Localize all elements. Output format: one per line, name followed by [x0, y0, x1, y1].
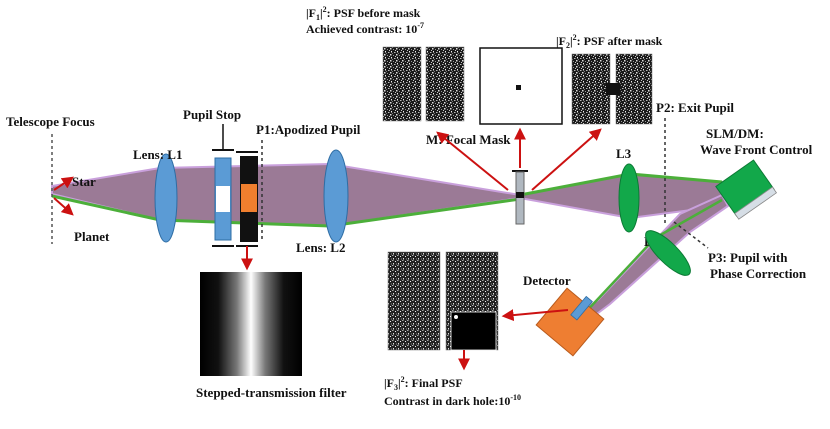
pupil-stop-opening: [216, 186, 230, 212]
arrow-to-f1: [436, 131, 509, 191]
slm-device: [715, 159, 778, 220]
psf-after-mask: |F2|2: PSF after mask: [556, 33, 663, 125]
detector-device: [535, 287, 605, 357]
detector-body: [535, 287, 605, 357]
lens-l4: L4: [644, 230, 691, 276]
mask-spot: [516, 192, 524, 198]
focal-mask-view: [479, 47, 563, 125]
lens-l3-label: L3: [616, 146, 632, 161]
arrow-to-final-psf: [501, 309, 569, 322]
focal-mask-dot: [516, 85, 521, 90]
f1-image-left: [382, 46, 422, 122]
p1-label: P1:Apodized Pupil: [256, 122, 361, 137]
slm-mirror: [734, 186, 778, 220]
planet-spot: [454, 315, 458, 319]
detector-sensor: [570, 295, 593, 321]
focal-mask-image: [479, 47, 563, 125]
final-psf: |F3|2: Final PSF Contrast in dark hole:1…: [384, 251, 521, 408]
exit-pupil: P2: Exit Pupil: [656, 100, 734, 224]
f2-label: |F2|2: PSF after mask: [556, 33, 663, 50]
p2-label: P2: Exit Pupil: [656, 100, 734, 115]
apodized-pupil: P1:Apodized Pupil: [236, 122, 361, 271]
f1-label-line2: Achieved contrast: 10-7: [306, 21, 424, 36]
stepped-filter-label: Stepped-transmission filter: [196, 385, 347, 400]
detector: Detector: [501, 273, 605, 357]
p3-label-line2: Phase Correction: [710, 266, 807, 281]
p3-label-line1: P3: Pupil with: [708, 250, 788, 265]
star-arrow: [53, 176, 74, 191]
lens-l3-shape: [618, 163, 640, 233]
phase-corrected-pupil: P3: Pupil with Phase Correction: [673, 221, 807, 281]
lens-l2-label: Lens: L2: [296, 240, 345, 255]
detector-label: Detector: [523, 273, 571, 288]
f3-label-line2: Contrast in dark hole:10-10: [384, 393, 521, 408]
pupil-stop: Pupil Stop: [183, 107, 241, 247]
f1-image-right: [425, 46, 465, 122]
focal-mask: M: Focal Mask: [426, 127, 602, 225]
planet-arrow: [53, 197, 74, 216]
lens-l1: Lens: L1: [133, 147, 182, 243]
f3-image-left: [387, 251, 441, 351]
planet-label: Planet: [74, 229, 110, 244]
telescope-focus: Telescope Focus Star Planet: [6, 114, 110, 244]
stepped-filter: Stepped-transmission filter: [196, 272, 347, 400]
lens-l2-shape: [323, 149, 349, 243]
p3-plane-line: [673, 221, 709, 249]
slm-label-line2: Wave Front Control: [700, 142, 813, 157]
f1-label-line1: |F1|2: PSF before mask: [306, 5, 421, 22]
arrow-to-f2: [531, 128, 602, 191]
psf-before-mask: |F1|2: PSF before mask Achieved contrast…: [306, 5, 465, 122]
telescope-focus-label: Telescope Focus: [6, 114, 95, 129]
slm-label-line1: SLM/DM:: [706, 126, 764, 141]
lens-l1-shape: [154, 153, 178, 243]
f2-mask-bridge: [606, 83, 620, 95]
pupil-stop-label: Pupil Stop: [183, 107, 241, 122]
f3-label-line1: |F3|2: Final PSF: [384, 375, 463, 392]
f2-image-right: [615, 53, 653, 125]
slm-dm: SLM/DM: Wave Front Control: [700, 126, 813, 220]
lens-l3: L3: [616, 146, 640, 233]
apodizer-transmission: [241, 184, 257, 212]
f2-image-left: [571, 53, 611, 125]
stepped-filter-image: [200, 272, 302, 376]
star-label: Star: [72, 174, 96, 189]
lens-l4-shape: [645, 230, 691, 276]
lens-l2: Lens: L2: [296, 149, 349, 255]
lens-l1-label: Lens: L1: [133, 147, 182, 162]
dark-hole: [450, 311, 497, 351]
